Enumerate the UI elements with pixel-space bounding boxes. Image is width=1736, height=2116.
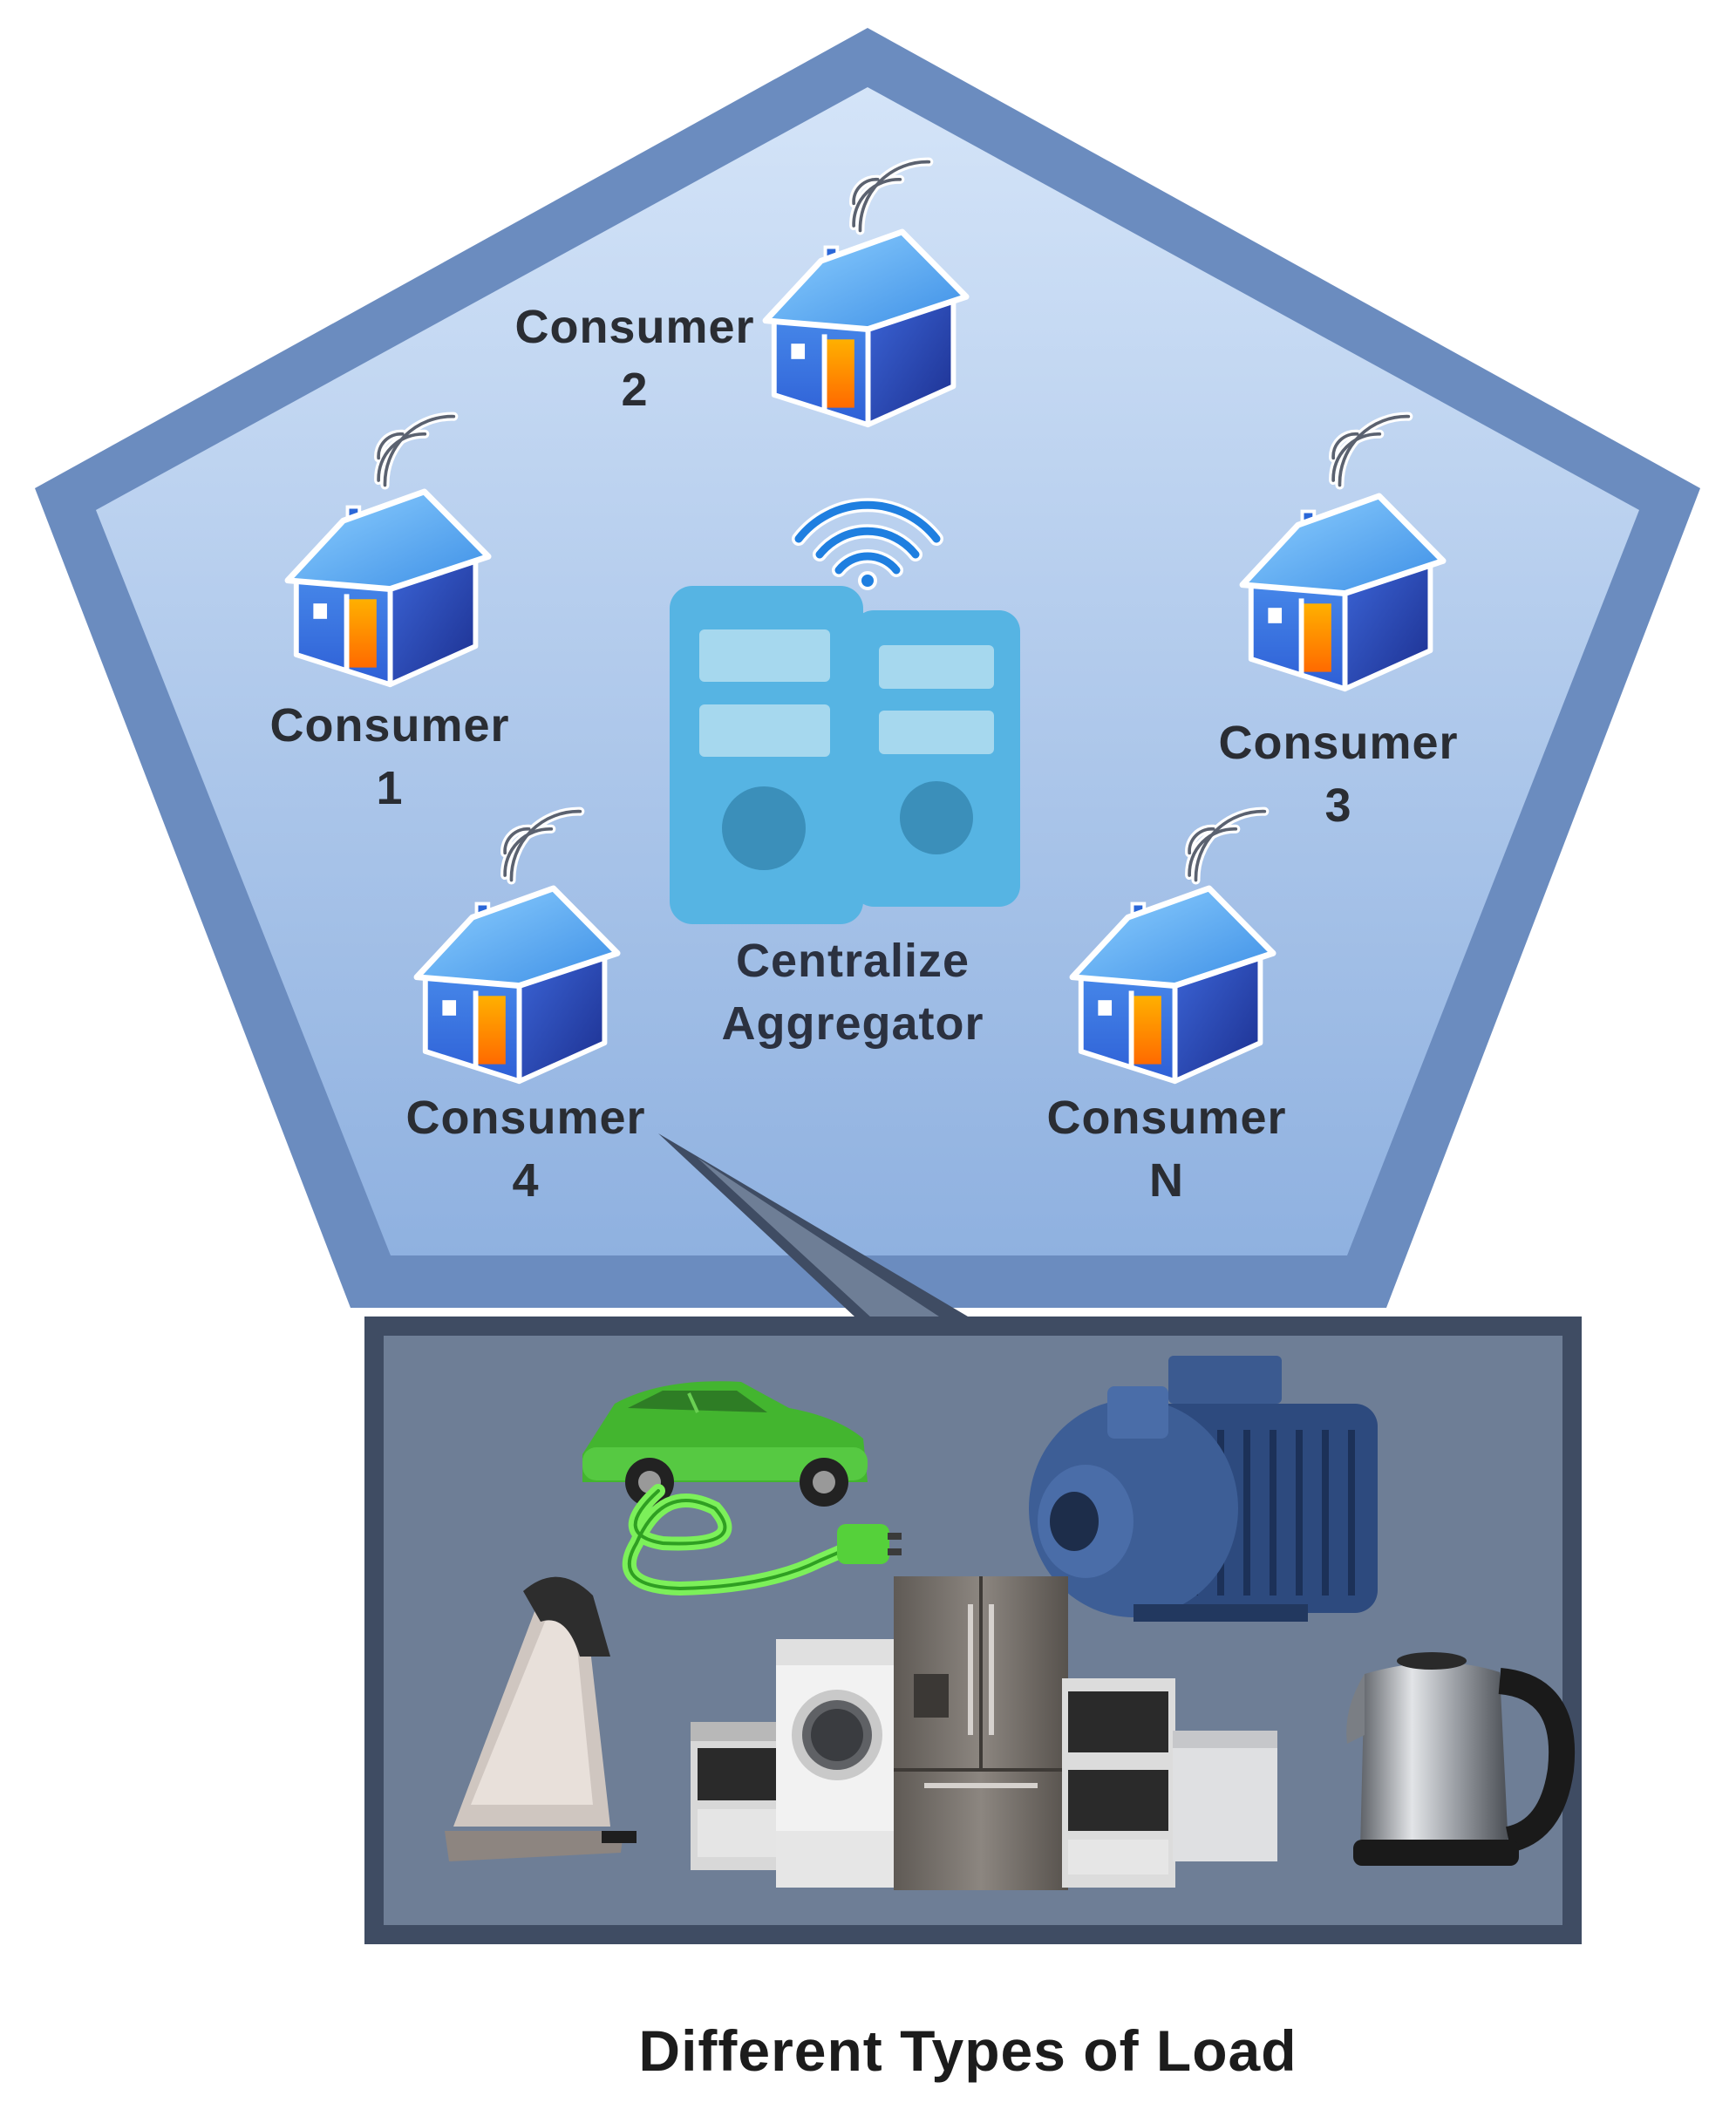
water-pump-icon <box>1029 1356 1378 1622</box>
consumer-4-node: Consumer 4 <box>405 812 645 1207</box>
charging-cable-icon <box>622 1484 902 1596</box>
consumer-n-node: Consumer N <box>1046 812 1286 1207</box>
callout-pointer <box>658 1133 968 1317</box>
consumer-4-label-line1: Consumer <box>405 1092 645 1144</box>
consumer-2-label-line1: Consumer <box>514 301 754 353</box>
aggregator-wifi-icon <box>792 498 943 590</box>
consumer-n-label-line1: Consumer <box>1046 1092 1286 1144</box>
consumer-3-label-line2: 3 <box>1324 779 1351 832</box>
load-caption: Different Types of Load <box>638 2018 1297 2083</box>
consumer-1-label-line1: Consumer <box>269 699 509 752</box>
clothes-iron-icon <box>445 1576 637 1861</box>
dishwasher-icon <box>1173 1731 1277 1861</box>
aggregator-label-line2: Aggregator <box>721 997 984 1050</box>
washing-machine-icon <box>776 1639 898 1888</box>
electric-car-icon <box>582 1381 868 1507</box>
consumer-1-label-line2: 1 <box>376 762 403 814</box>
consumer-2-label-line2: 2 <box>621 364 648 416</box>
double-oven-icon <box>1062 1678 1175 1888</box>
consumer-1-node: Consumer 1 <box>269 417 509 814</box>
aggregator-label-line1: Centralize <box>736 935 970 987</box>
kettle-icon <box>1346 1652 1576 1866</box>
consumer-n-label-line2: N <box>1149 1154 1184 1207</box>
aggregator-server-icon <box>670 586 1020 924</box>
consumer-4-label-line2: 4 <box>512 1154 539 1207</box>
callout-pointer-inner <box>698 1158 942 1318</box>
refrigerator-icon <box>894 1576 1068 1890</box>
oven-icon <box>691 1722 786 1870</box>
consumer-3-label-line1: Consumer <box>1218 717 1458 769</box>
consumer-3-node: Consumer 3 <box>1218 417 1458 832</box>
consumer-2-node: Consumer 2 <box>514 162 966 425</box>
